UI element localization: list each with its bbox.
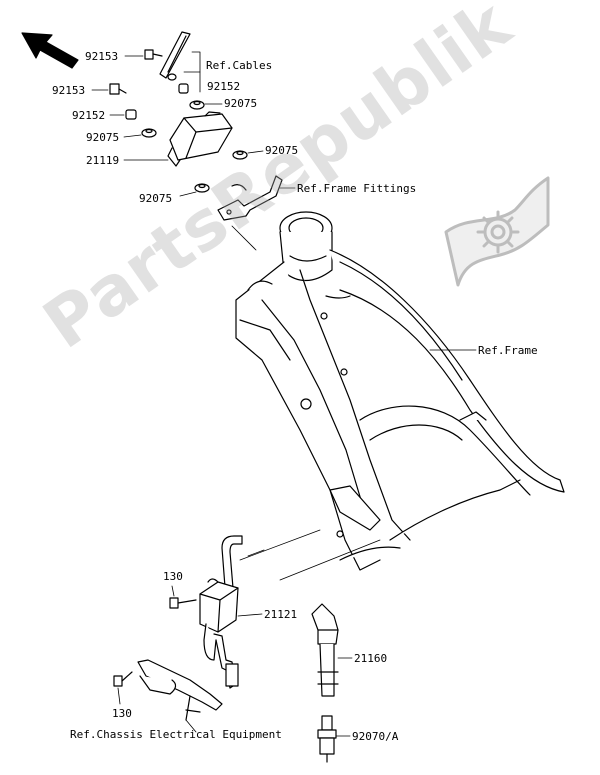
grommet-92075-right	[232, 150, 264, 160]
label-92153-top: 92153	[85, 50, 119, 63]
label-21119: 21119	[86, 154, 120, 167]
label-130-top: 130	[163, 570, 183, 583]
grommet-92075-left	[123, 128, 157, 138]
mounting-bracket	[217, 175, 296, 221]
label-92153-left: 92153	[52, 84, 86, 97]
grommet-92075-lower	[179, 183, 210, 197]
bolt-92153-left	[91, 83, 127, 95]
label-ref-frame-fittings: Ref.Frame Fittings	[297, 182, 417, 195]
spark-plug-92070a	[317, 715, 351, 763]
label-ref-frame: Ref.Frame	[478, 344, 538, 357]
label-92075-left: 92075	[86, 131, 120, 144]
screw-130-top	[169, 585, 197, 609]
bolt-92153-top	[124, 49, 163, 60]
screw-130-bottom	[113, 671, 133, 705]
label-ref-cables: Ref.Cables	[206, 59, 273, 72]
cable-clip	[159, 31, 201, 93]
gear-icon	[444, 176, 550, 287]
spark-plug-cap-21160	[311, 603, 353, 697]
ignition-lead	[221, 535, 265, 601]
label-92070a: 92070/A	[352, 730, 399, 743]
collar-92152-left	[109, 109, 137, 120]
label-ref-chassis-electrical-equipment: Ref.Chassis Electrical Equipment	[70, 728, 282, 741]
label-92152-right: 92152	[207, 80, 241, 93]
ignition-coil-21121	[199, 578, 263, 689]
collar-92152-right	[178, 83, 189, 94]
frame	[235, 211, 565, 571]
label-92075-lower: 92075	[139, 192, 173, 205]
wire-clamp	[137, 659, 223, 721]
front-direction-arrow-icon	[21, 32, 79, 69]
label-130-bottom: 130	[112, 707, 132, 720]
grommet-92075-top	[189, 100, 223, 110]
label-92075-top: 92075	[224, 97, 258, 110]
cdi-unit-21119	[123, 111, 233, 167]
label-92152-left: 92152	[72, 109, 106, 122]
label-21121: 21121	[264, 608, 298, 621]
label-21160: 21160	[354, 652, 388, 665]
label-92075-right: 92075	[265, 144, 299, 157]
